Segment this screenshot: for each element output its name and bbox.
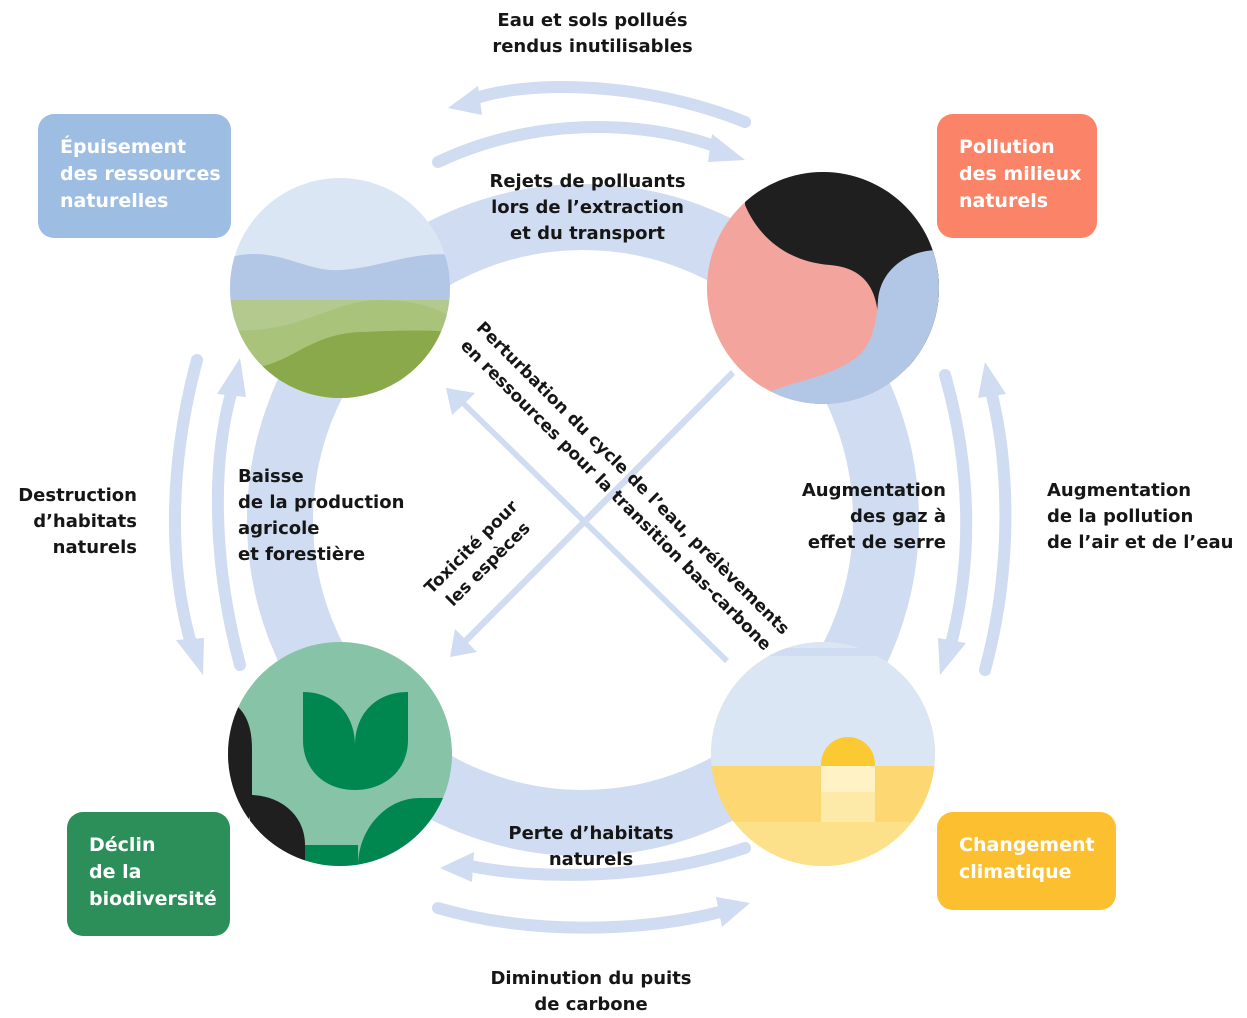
box-line: Déclin — [89, 834, 156, 856]
box-line: des milieux — [959, 163, 1082, 185]
box-line: naturels — [959, 190, 1049, 212]
label-line: naturels — [52, 537, 137, 558]
label-line: Diminution du puits — [490, 968, 692, 989]
diagonal-arrows — [446, 370, 735, 663]
label-line: de l’air et de l’eau — [1047, 532, 1234, 553]
box-line: Pollution — [959, 136, 1055, 158]
label-line: effet de serre — [807, 532, 946, 553]
arrow-right-outer-down-head — [938, 638, 966, 675]
label-line: naturels — [548, 849, 634, 870]
label-line: Eau et sols pollués — [497, 10, 688, 31]
label-line: lors de l’extraction — [491, 197, 684, 218]
arrow-diag-to-top-left — [446, 388, 729, 663]
box-line: de la — [89, 861, 142, 883]
box-pollution: Pollution des milieux naturels — [937, 114, 1097, 238]
label-line: Perte d’habitats — [508, 823, 674, 844]
arrow-bottom-outer-left-head — [440, 852, 474, 882]
label-right-outer: Augmentation de la pollution de l’air et… — [1047, 478, 1233, 556]
leaf-sprout-icon — [228, 642, 452, 866]
box-line: biodiversité — [89, 888, 217, 910]
label-bottom-inner: Perte d’habitats naturels — [480, 821, 702, 873]
label-line: d’habitats — [33, 511, 137, 532]
label-left-inner: Baisse de la production agricole et fore… — [238, 464, 404, 568]
arrow-right-outer-down — [939, 369, 973, 646]
label-line: Rejets de polluants — [489, 171, 686, 192]
box-line: des ressources — [60, 163, 221, 185]
label-line: de carbone — [534, 994, 648, 1015]
sunset-icon — [711, 642, 935, 866]
box-climate-change: Changement climatique — [937, 812, 1116, 910]
label-line: Augmentation — [1047, 480, 1192, 501]
label-line: Augmentation — [801, 480, 946, 501]
box-resource-depletion: Épuisement des ressources naturelles — [38, 114, 231, 238]
arrow-bottom-inner-right-head — [716, 897, 750, 927]
label-top-outer: Eau et sols pollués rendus inutilisables — [445, 8, 740, 60]
label-right-inner: Augmentation des gaz à effet de serre — [770, 478, 946, 556]
arrow-left-outer-down — [168, 354, 203, 646]
arrow-right-inner-up-head — [978, 362, 1006, 398]
label-line: Baisse — [238, 466, 304, 487]
arrow-top-outer-left-head — [448, 86, 482, 115]
label-bottom-outer: Diminution du puits de carbone — [470, 966, 712, 1018]
arrow-bottom-inner-right — [432, 902, 726, 934]
box-line: naturelles — [60, 190, 169, 212]
arrow-top-inner-right — [432, 121, 726, 168]
box-line: Épuisement — [60, 136, 187, 158]
label-line: de la production — [238, 492, 405, 513]
label-left-outer: Destruction d’habitats naturels — [0, 483, 137, 561]
landscape-icon — [230, 178, 450, 398]
label-line: et du transport — [510, 223, 665, 244]
pollution-swirl-icon — [707, 172, 939, 404]
box-biodiversity-decline: Déclin de la biodiversité — [67, 812, 230, 936]
label-line: et forestière — [238, 544, 366, 565]
outer-arrows — [168, 81, 1012, 934]
arrow-top-inner-right-head — [708, 134, 745, 162]
arrow-right-inner-up — [979, 389, 1012, 676]
arrow-top-outer-left — [464, 81, 751, 128]
central-ring — [247, 184, 919, 856]
box-line: Changement — [959, 834, 1095, 856]
label-line: de la pollution — [1047, 506, 1194, 527]
arrow-left-outer-down-head — [176, 638, 204, 675]
label-line: agricole — [238, 518, 320, 539]
arrow-left-inner-up-head — [217, 358, 246, 397]
label-line: des gaz à — [850, 506, 946, 527]
label-line: rendus inutilisables — [492, 36, 693, 57]
arrow-bottom-outer-left — [464, 842, 751, 881]
arrow-left-inner-up — [211, 384, 246, 671]
box-line: climatique — [959, 861, 1072, 883]
arrow-diag-to-bottom-left — [450, 370, 735, 657]
label-line: Destruction — [18, 485, 137, 506]
label-top-inner: Rejets de polluants lors de l’extraction… — [445, 169, 730, 247]
